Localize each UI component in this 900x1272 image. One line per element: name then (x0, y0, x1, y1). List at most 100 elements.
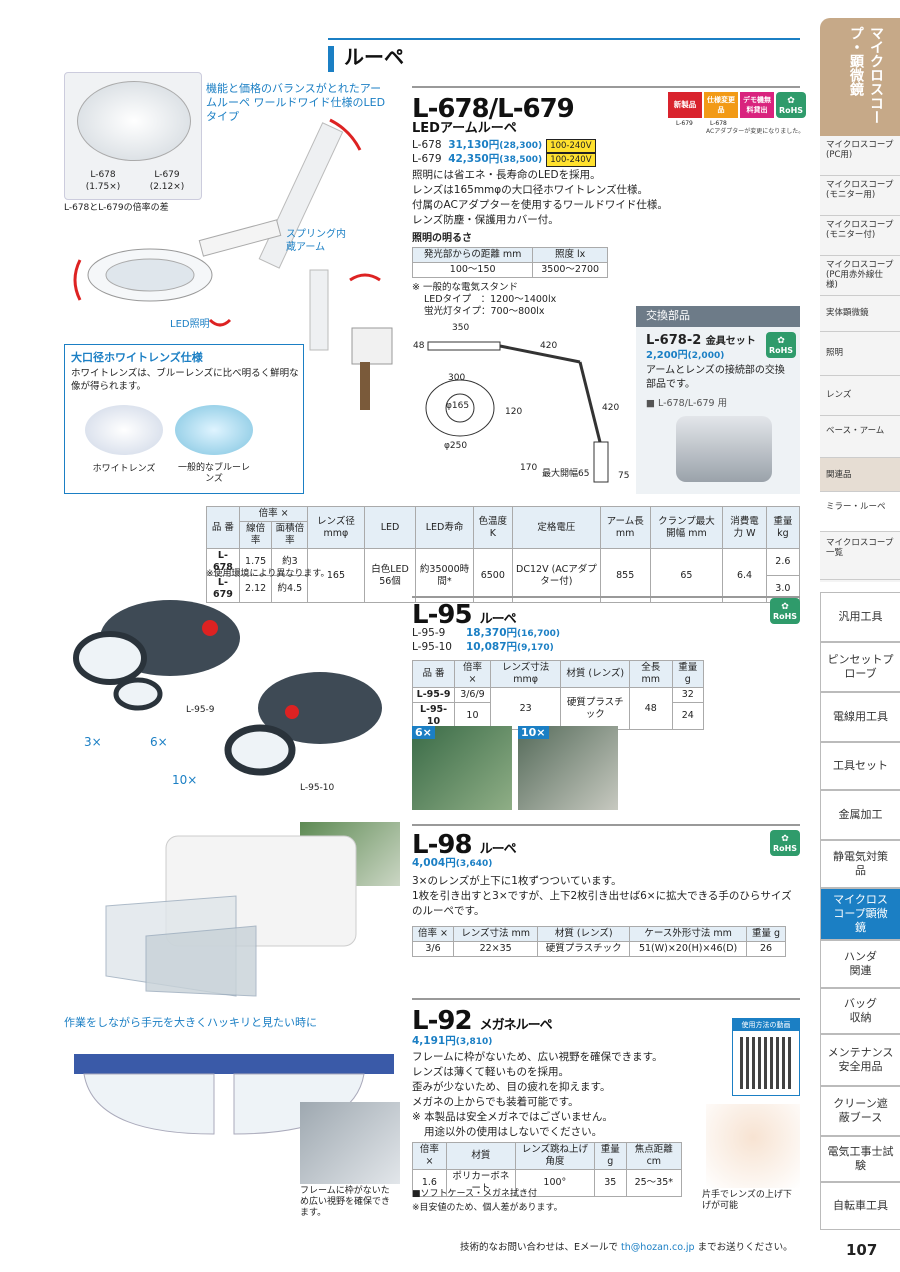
sub-nav-item[interactable]: マイクロスコープ一覧 (820, 532, 900, 580)
l95-10-label: L-95-10 (300, 783, 335, 793)
l95-10x-label: 10× (172, 773, 198, 787)
dim-300: 300 (448, 373, 466, 383)
l95-photo-6x: 6× (412, 726, 512, 810)
category-tab[interactable]: メンテナンス安全用品 (820, 1034, 900, 1086)
footer-contact: 技術的なお問い合わせは、Eメールで th@hozan.co.jp までお送りくだ… (460, 1242, 793, 1253)
category-tab[interactable]: 金属加工 (820, 790, 900, 840)
dim-120: 120 (505, 407, 523, 417)
video-qr-box[interactable]: 使用方法の動画 (732, 1018, 800, 1096)
leaf-icon: ✿ (781, 602, 789, 612)
category-tab[interactable]: 静電気対策品 (820, 840, 900, 888)
l678-price-row: L-678 31,130円(28,300)100-240V (412, 138, 596, 153)
inset-label-l679: L-679 (2.12×) (149, 170, 185, 193)
rohs-badge: ✿RoHS (770, 598, 800, 624)
dim-420b: 420 (602, 403, 620, 413)
l98-illustration (105, 835, 357, 997)
sub-nav-item-active[interactable]: ミラー・ルーペ (820, 492, 900, 532)
parts-price: 2,200円(2,000) (646, 350, 725, 361)
blue-lens-label: 一般的なブルーレンズ (177, 463, 250, 484)
badge-note-l679: L-679 (676, 120, 693, 127)
sub-nav-item[interactable]: 実体顕微鏡 (820, 296, 900, 332)
l678-spec-note: ※使用環境により異なります。 (206, 569, 330, 579)
sub-nav-item[interactable]: ベース・アーム (820, 416, 900, 458)
sub-nav-item[interactable]: マイクロスコープ(モニター用) (820, 176, 900, 216)
l678-description: 照明には省エネ・長寿命のLEDを採用。レンズは165mmφの大口径ホワイトレンズ… (412, 169, 668, 226)
bracket-image (676, 416, 772, 482)
dim-350: 350 (452, 323, 470, 333)
sub-nav-item[interactable]: レンズ (820, 376, 900, 416)
dim-max-clamp: 最大開幅65 (542, 469, 590, 479)
l92-flip-note: 片手でレンズの上げ下げが可能 (702, 1190, 792, 1211)
dim-420a: 420 (540, 341, 558, 351)
sub-nav-item[interactable]: 関連品 (820, 458, 900, 492)
rohs-badge: ✿RoHS (766, 332, 796, 358)
page-number: 107 (846, 1241, 878, 1259)
dim-165: φ165 (446, 401, 470, 411)
l92-note-1: ■ソフトケース・メガネ拭き付 (412, 1189, 538, 1199)
l95-3x-label: 3× (84, 735, 102, 749)
exchange-parts-header: 交換部品 (636, 306, 800, 327)
category-tab[interactable]: クリーン遮蔽ブース (820, 1086, 900, 1136)
video-label: 使用方法の動画 (733, 1019, 799, 1031)
voltage-badge: 100-240V (546, 153, 596, 167)
l95-rule (412, 596, 800, 598)
l95-model-title: L-95 ルーペ (412, 600, 517, 630)
section-title: ルーペ (344, 45, 404, 69)
l679-price-row: L-679 42,350円(38,500)100-240V (412, 152, 596, 167)
side-header[interactable]: マイクロスコープ・顕微鏡 (820, 18, 900, 136)
l98-rule (412, 824, 800, 826)
sub-nav-item[interactable]: マイクロスコープ(PC用赤外線仕様) (820, 256, 900, 296)
badge-note-adapter: ACアダプターが変更になりました。 (706, 128, 805, 135)
l678-callout: 機能と価格のバランスがとれたアームルーペ ワールドワイド仕様のLEDタイプ (206, 82, 386, 123)
category-tab[interactable]: 汎用工具 (820, 592, 900, 642)
lens-grid-image (77, 81, 191, 161)
inset-label-l678: L-678 (1.75×) (85, 170, 121, 193)
l95-photo-10x: 10× (518, 726, 618, 810)
parts-desc: アームとレンズの接続部の交換部品です。 (646, 365, 785, 390)
rohs-badge: ✿RoHS (770, 830, 800, 856)
l92-description: フレームに枠がないため、広い視野を確保できます。レンズは薄くて軽いものを採用。歪… (412, 1051, 663, 1138)
l678-subtitle: LEDアームルーペ (412, 121, 517, 136)
l92-illustration (74, 1054, 394, 1135)
l95-9-label: L-95-9 (186, 705, 215, 715)
sub-nav-item[interactable]: マイクロスコープ(PC用) (820, 136, 900, 176)
category-tab[interactable]: バッグ収納 (820, 988, 900, 1034)
l92-callout: 作業をしながら手元を大きくハッキリと見たい時に (64, 1016, 317, 1029)
category-tab-active[interactable]: マイクロスコープ顕微鏡 (820, 888, 900, 940)
l95-illustration (73, 600, 382, 776)
leaf-icon: ✿ (787, 96, 795, 106)
sub-nav-item[interactable]: マイクロスコープ(モニター付) (820, 216, 900, 256)
badge-note-l678: L-678 (710, 120, 727, 127)
category-tab[interactable]: ピンセットプローブ (820, 642, 900, 692)
l98-price: 4,004円(3,640) (412, 857, 493, 869)
qr-code-icon[interactable] (740, 1037, 792, 1089)
arm-loupe-illustration (73, 118, 393, 410)
dim-75: 75 (618, 471, 630, 481)
led-light-label: LED照明 (170, 319, 210, 330)
white-lens-label: ホワイトレンズ (92, 464, 156, 474)
sub-nav-item[interactable]: 照明 (820, 332, 900, 376)
l92-rule (412, 998, 800, 1000)
category-tab[interactable]: 電線用工具 (820, 692, 900, 742)
parts-use: ■ L-678/L-679 用 (646, 398, 728, 409)
spring-arm-label: スプリング内蔵アーム (286, 229, 346, 253)
l92-note-2: ※目安値のため、個人差があります。 (412, 1203, 563, 1213)
exchange-parts-box: 交換部品 L-678-2 金具セット 2,200円(2,000) ✿RoHS ア… (636, 306, 800, 494)
rohs-badge: ✿RoHS (776, 92, 806, 118)
l92-frame-note: フレームに枠がないため広い視野を確保できます。 (300, 1186, 391, 1218)
email-link[interactable]: th@hozan.co.jp (621, 1242, 695, 1253)
category-tab[interactable]: 自転車工具 (820, 1182, 900, 1230)
white-lens-image (85, 405, 163, 455)
l678-rule (412, 86, 800, 88)
dimension-drawing (425, 341, 609, 483)
category-tab[interactable]: 電気工事士試験 (820, 1136, 900, 1182)
category-tab[interactable]: ハンダ関連 (820, 940, 900, 988)
category-tab[interactable]: 工具セット (820, 742, 900, 790)
l92-wearing-image (706, 1104, 800, 1188)
section-marker (328, 46, 334, 72)
